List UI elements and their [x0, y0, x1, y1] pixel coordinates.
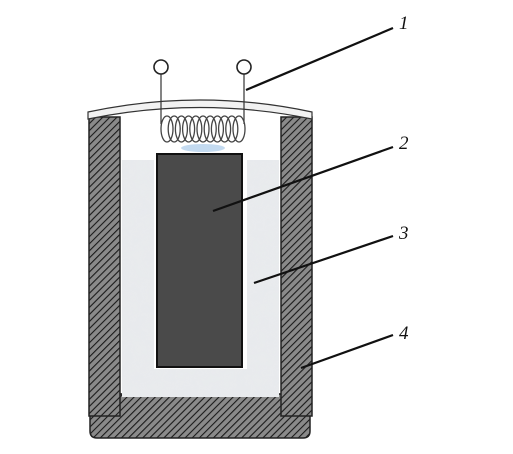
terminal-left	[153, 59, 169, 75]
coil-loop	[196, 115, 210, 143]
coil-loop	[189, 115, 203, 143]
coil-loop	[217, 115, 232, 143]
insulation-layer	[122, 160, 279, 397]
coil-loop	[181, 115, 196, 143]
coil-loop	[225, 115, 239, 143]
leader-line-4	[300, 333, 394, 370]
callout-label-4: 4	[399, 323, 409, 344]
leader-line-1	[245, 26, 394, 92]
lid	[87, 99, 313, 120]
coil-loop	[174, 115, 189, 143]
casing-bottom	[89, 393, 311, 439]
coil-glow	[181, 144, 225, 152]
callout-label-2: 2	[399, 133, 409, 154]
coil-loop	[210, 115, 225, 143]
coil-loop	[160, 115, 174, 143]
leader-line-2	[212, 145, 394, 213]
callout-label-1: 1	[399, 13, 409, 34]
terminal-right	[236, 59, 252, 75]
leader-line-3	[253, 234, 394, 285]
core-charge	[156, 153, 243, 368]
coil-loop	[167, 115, 181, 143]
leader-lines	[212, 26, 394, 370]
casing-left-wall	[88, 116, 121, 417]
heating-coil	[153, 59, 252, 152]
coil-loop	[203, 115, 217, 143]
casing-right-wall	[280, 116, 313, 417]
coil-loop	[232, 115, 246, 143]
callout-label-3: 3	[398, 223, 409, 244]
